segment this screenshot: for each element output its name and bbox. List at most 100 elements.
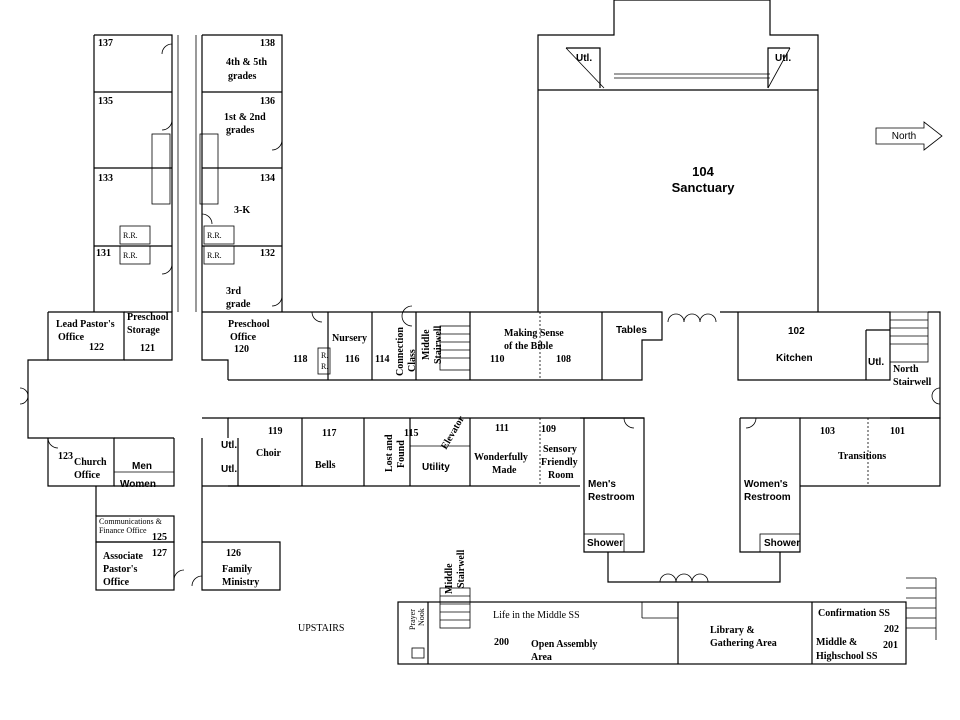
rr-label-3: R.R.	[207, 231, 222, 240]
room-108-line1: Making Sense	[504, 328, 564, 339]
room-labels: 137 138 4th & 5th grades 135 136 1st & 2…	[56, 38, 932, 663]
rr-label-4: R.R.	[207, 251, 222, 260]
tables-label: Tables	[616, 325, 647, 336]
room-108-line2: of the Bible	[504, 341, 553, 352]
room-115-number: 115	[404, 428, 418, 439]
rr-label-1: R.R.	[123, 231, 138, 240]
room-200-title: Life in the Middle SS	[493, 610, 580, 621]
stairs-upper-middle	[439, 325, 471, 371]
room-200-line1: Open Assembly	[531, 639, 597, 650]
north-label: North	[892, 131, 916, 142]
doors	[19, 43, 941, 587]
bells-label: Bells	[315, 460, 336, 471]
room-127-number: 127	[152, 548, 167, 559]
room-200-number: 200	[494, 637, 509, 648]
mens-restroom-line1: Men's	[588, 479, 616, 490]
upstairs-label: UPSTAIRS	[298, 623, 344, 634]
room-131-number: 131	[96, 248, 111, 259]
room-111-line2: Made	[492, 465, 517, 476]
transitions-label: Transitions	[838, 451, 886, 462]
room-110-number: 110	[490, 354, 504, 365]
prayer-nook-line1: Prayer	[408, 609, 417, 630]
room-127-line2: Pastor's	[103, 564, 138, 575]
stairs-upstairs-east	[906, 577, 937, 640]
room-132-line2: grade	[226, 299, 251, 310]
north-stairwell-line1: North	[893, 364, 919, 375]
north-arrow: North	[875, 121, 943, 151]
room-103-number: 103	[820, 426, 835, 437]
room-109-line1: Sensory	[543, 444, 577, 455]
middle-stairwell-upper-line2: Stairwell	[433, 325, 444, 364]
room-111-number: 111	[495, 423, 509, 434]
room-121-line2: Storage	[127, 325, 160, 336]
stairs-north	[889, 311, 929, 363]
library-line2: Gathering Area	[710, 638, 777, 649]
room-120-line2: Office	[230, 332, 257, 343]
room-101-number: 101	[890, 426, 905, 437]
church-office-line1: Church	[74, 457, 107, 468]
womens-restroom-line2: Restroom	[744, 492, 791, 503]
room-126-number: 126	[226, 548, 241, 559]
women-label: Women	[120, 479, 156, 490]
room-133-number: 133	[98, 173, 113, 184]
stairs-upstairs-middle	[439, 587, 471, 629]
room-127-line3: Office	[103, 577, 130, 588]
room-138-line1: 4th & 5th	[226, 57, 268, 68]
room-136-line1: 1st & 2nd	[224, 112, 266, 123]
confirmation-label: Confirmation SS	[818, 608, 890, 619]
room-134-label: 3-K	[234, 205, 250, 216]
room-114-line1: Connection	[395, 327, 406, 376]
room-122-line1: Lead Pastor's	[56, 319, 115, 330]
room-116-number: 116	[345, 354, 359, 365]
room-115-line2: Found	[396, 440, 407, 468]
utl-left-label: Utl.	[576, 53, 592, 64]
kitchen-label: Kitchen	[776, 353, 813, 364]
utl-kitchen-label: Utl.	[868, 357, 884, 368]
room-119-number: 119	[268, 426, 282, 437]
utl-a-label: Utl.	[221, 440, 237, 451]
room-201-line1: Middle &	[816, 637, 857, 648]
room-121-line1: Preschool	[127, 312, 169, 323]
utility-label: Utility	[422, 462, 450, 473]
room-102-number: 102	[788, 326, 805, 337]
choir-label: Choir	[256, 448, 282, 459]
room-115-line1: Lost and	[384, 434, 395, 472]
room-114-line2: Class	[407, 349, 418, 372]
room-201-line2: Highschool SS	[816, 651, 878, 662]
room-109-line3: Room	[548, 470, 574, 481]
sanctuary-label: Sanctuary	[672, 180, 736, 195]
room-109-line2: Friendly	[541, 457, 578, 468]
room-125-line1: Communications &	[99, 517, 163, 526]
room-120-number: 120	[234, 344, 249, 355]
room-108-number: 108	[556, 354, 571, 365]
shower-label-men: Shower	[587, 538, 623, 549]
room-135-number: 135	[98, 96, 113, 107]
room-125-line2: Finance Office	[99, 526, 147, 535]
north-stairwell-line2: Stairwell	[893, 377, 932, 388]
womens-restroom-line1: Women's	[744, 479, 788, 490]
room-132-number: 132	[260, 248, 275, 259]
rr-116-line2: R.	[321, 362, 328, 371]
rr-116-line1: R.	[321, 351, 328, 360]
prayer-nook-line2: Nook	[417, 608, 426, 626]
room-120-line1: Preschool	[228, 319, 270, 330]
room-109-number: 109	[541, 424, 556, 435]
family-ministry-line1: Family	[222, 564, 252, 575]
room-123-number: 123	[58, 451, 73, 462]
room-104-number: 104	[692, 164, 714, 179]
room-136-number: 136	[260, 96, 275, 107]
room-111-line1: Wonderfully	[474, 452, 528, 463]
middle-stairwell-lower-line2: Stairwell	[456, 549, 467, 588]
room-200-line2: Area	[531, 652, 552, 663]
room-132-line1: 3rd	[226, 286, 241, 297]
room-201-number: 201	[883, 640, 898, 651]
middle-stairwell-upper-line1: Middle	[421, 329, 432, 360]
middle-stairwell-lower-line1: Middle	[444, 563, 455, 594]
family-ministry-line2: Ministry	[222, 577, 259, 588]
room-122-line2: Office	[58, 332, 85, 343]
room-118-number: 118	[293, 354, 307, 365]
room-134-number: 134	[260, 173, 275, 184]
room-121-number: 121	[140, 343, 155, 354]
room-137-number: 137	[98, 38, 113, 49]
